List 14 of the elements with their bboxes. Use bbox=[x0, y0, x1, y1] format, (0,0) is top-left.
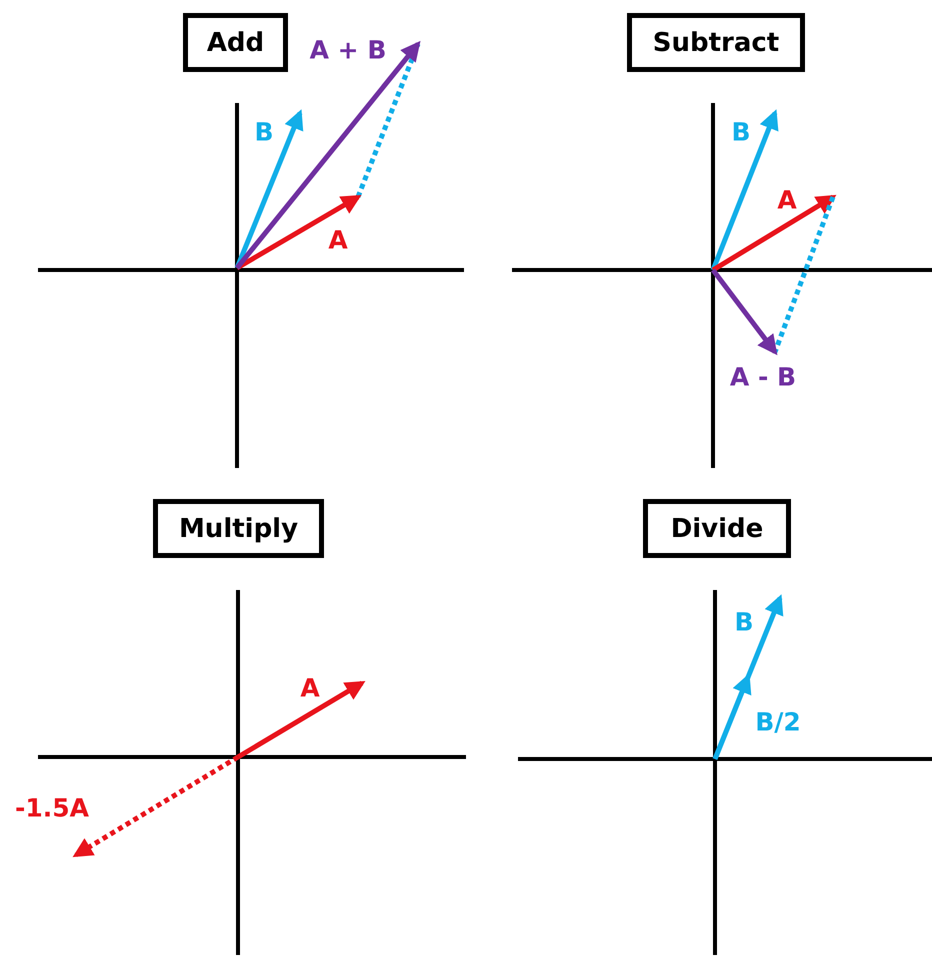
vector-label: B/2 bbox=[755, 710, 801, 734]
vector-label: A bbox=[777, 188, 797, 212]
vector-label: A bbox=[300, 676, 320, 700]
vector-label: B bbox=[731, 120, 751, 144]
title-box: Add bbox=[183, 13, 288, 72]
vector-label: B bbox=[734, 610, 754, 634]
vector-label: B bbox=[254, 120, 274, 144]
title-box: Subtract bbox=[627, 13, 805, 72]
title-box: Divide bbox=[643, 499, 791, 558]
vector-label: A bbox=[328, 228, 348, 252]
title-box: Multiply bbox=[153, 499, 324, 558]
vector-label: A + B bbox=[310, 38, 386, 62]
vector-label: -1.5A bbox=[15, 796, 89, 820]
vector-label: A - B bbox=[730, 364, 796, 390]
